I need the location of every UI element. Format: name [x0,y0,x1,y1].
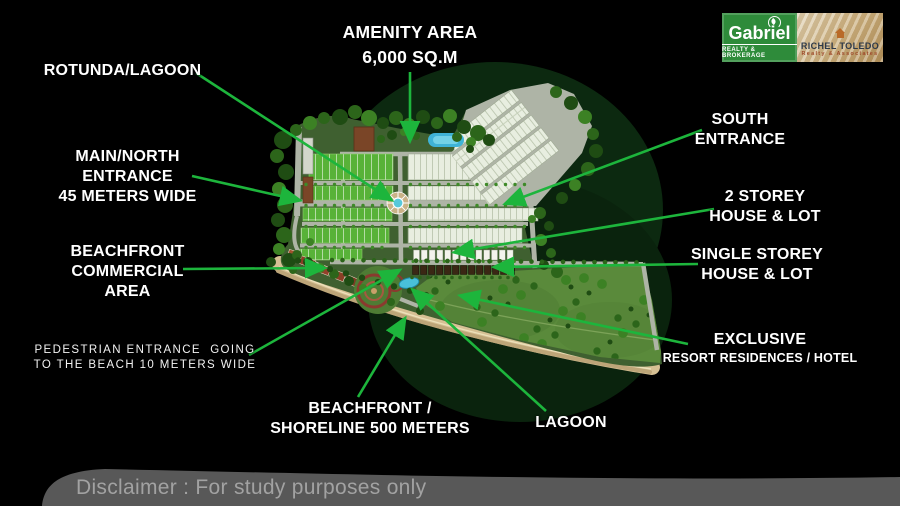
label-main-north-entrance: MAIN/NORTH ENTRANCE 45 METERS WIDE [35,147,220,207]
label-line: 2 STOREY [724,188,806,205]
label-line: SINGLE STOREY [690,246,824,263]
disclaimer-text: Disclaimer : For study purposes only [76,476,427,499]
label-beachfront-shoreline: BEACHFRONT / SHORELINE 500 METERS [270,399,470,439]
label-rotunda-lagoon: ROTUNDA/LAGOON [30,61,215,81]
arrow-single-storey [490,256,699,278]
label-line: 45 METERS WIDE [58,188,197,205]
label-line: HOUSE & LOT [709,208,821,225]
richel-logo-name: RICHEL TOLEDO [800,41,880,51]
label-exclusive-resort: EXCLUSIVE RESORT RESIDENCES / HOTEL [655,330,865,366]
label-line: ENTRANCE [694,131,786,148]
leaf-icon [768,16,781,29]
label-amenity-area: AMENITY AREA 6,000 SQ.M [310,20,510,70]
label-two-storey: 2 STOREY HOUSE & LOT [695,187,835,227]
arrow-rotunda [195,71,395,202]
label-line: AREA [104,283,151,300]
label-line: ENTRANCE [82,168,173,185]
label-line: PEDESTRIAN ENTRANCE GOING [34,344,256,356]
label-line: HOUSE & LOT [701,266,813,283]
logo-strip: Gabriel REALTY & BROKERAGE RICHEL TOLEDO… [722,13,883,62]
arrow-lagoon [410,287,547,412]
arrow-pedestrian [248,268,403,357]
arrow-exclusive [456,289,689,346]
trees [266,86,639,315]
rotunda-marker [386,191,410,215]
label-pedestrian-entrance: PEDESTRIAN ENTRANCE GOING TO THE BEACH 1… [15,343,275,373]
label-line: SHORELINE 500 METERS [270,420,470,437]
label-line: BEACHFRONT / [308,400,432,417]
left-buildings [302,137,314,204]
label-line: ROTUNDA/LAGOON [43,62,202,79]
arrow-shoreline [356,315,407,398]
label-line: BEACHFRONT [70,243,185,260]
arrow-south-entrance [502,128,703,207]
arrow-two-storey [450,207,715,260]
label-single-storey: SINGLE STOREY HOUSE & LOT [682,245,832,285]
label-south-entrance: SOUTH ENTRANCE [690,110,790,150]
house-icon [833,28,847,39]
label-line: MAIN/NORTH [75,148,180,165]
richel-logo-tagline: Realty & Associates [801,51,879,57]
label-line: RESORT RESIDENCES / HOTEL [662,351,858,365]
label-lagoon: LAGOON [521,413,621,433]
richel-toledo-logo: RICHEL TOLEDO Realty & Associates [797,13,883,62]
label-line: AMENITY AREA [342,22,478,42]
label-line: LAGOON [535,414,607,431]
arrow-beachfront-commercial [182,257,329,279]
label-line: SOUTH [711,111,769,128]
arrow-main-entrance [191,174,304,207]
label-line: 6,000 SQ.M [362,47,458,67]
label-line: EXCLUSIVE [713,331,807,348]
label-line: COMMERCIAL [71,263,184,280]
gabriel-logo-tagline: REALTY & BROKERAGE [722,44,797,59]
gabriel-realty-logo: Gabriel REALTY & BROKERAGE [722,13,797,62]
label-beachfront-commercial: BEACHFRONT COMMERCIAL AREA [35,242,220,302]
label-line: TO THE BEACH 10 METERS WIDE [33,359,257,371]
